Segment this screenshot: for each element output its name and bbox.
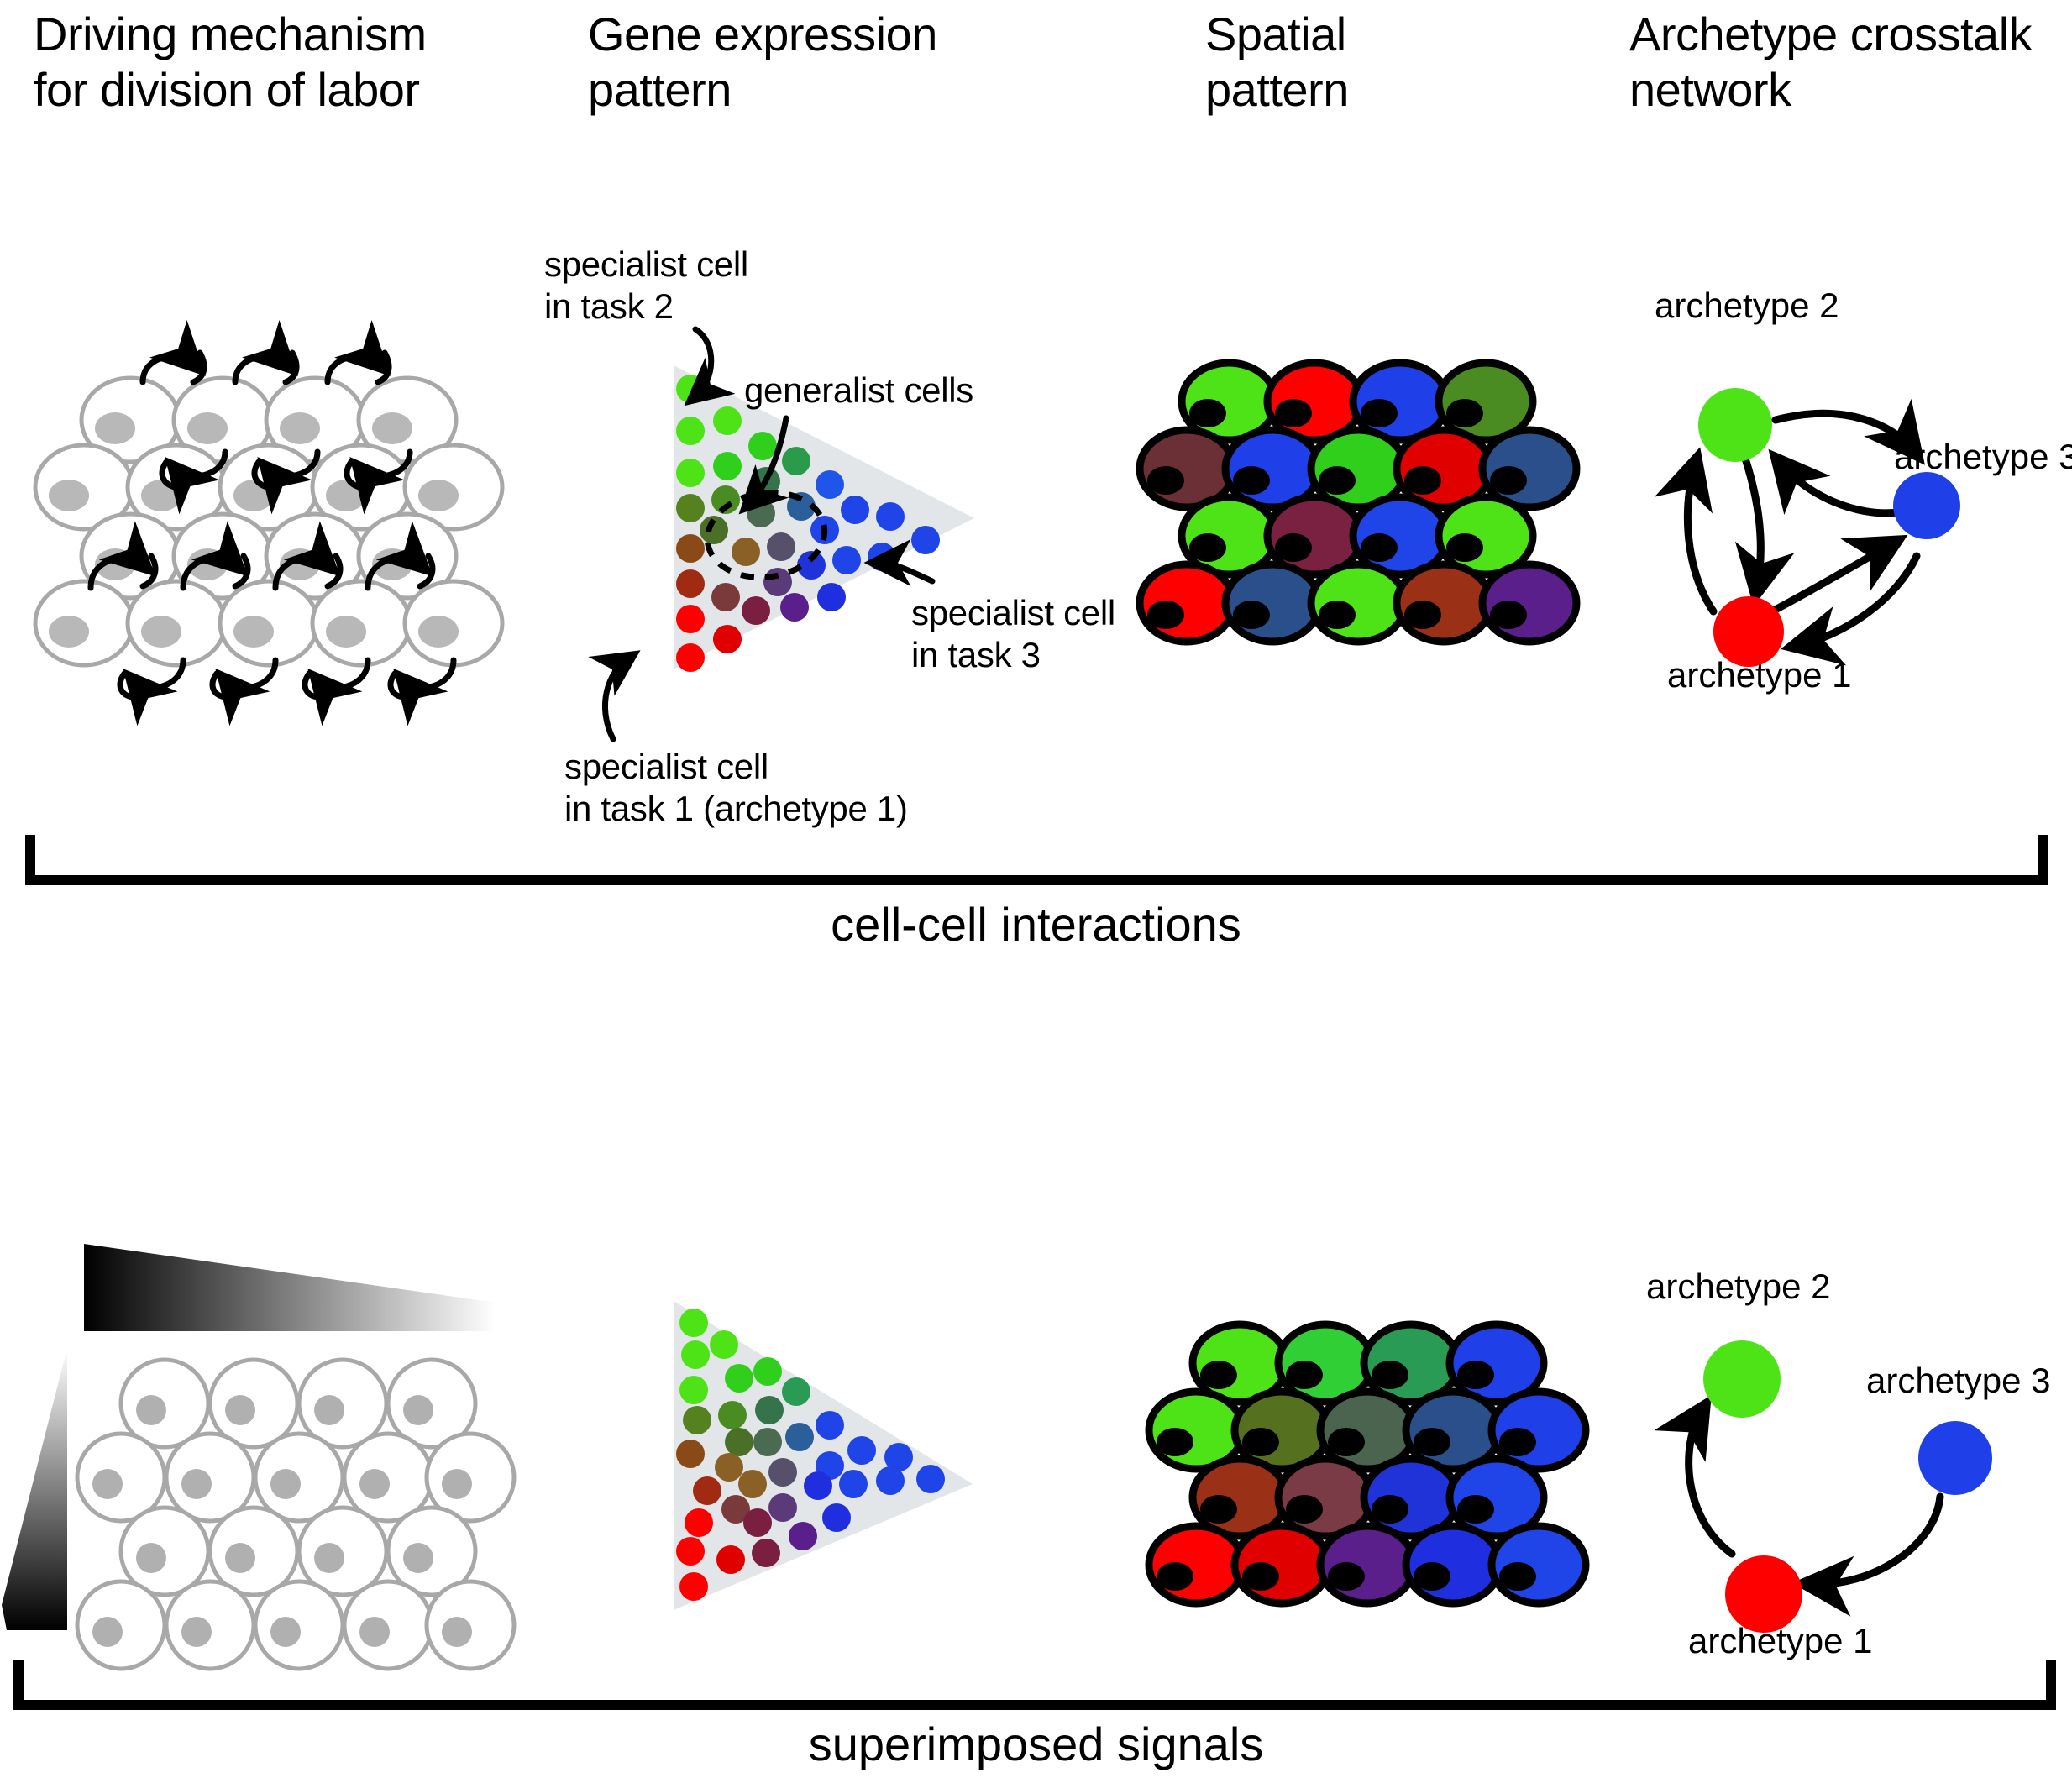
interaction-arrow bbox=[139, 320, 392, 385]
network-label-archetype-3: archetype 3 bbox=[1894, 437, 2072, 476]
column-title-gene-expression: Gene expression pattern bbox=[588, 8, 937, 117]
panel-archetype-network-superimposed bbox=[1621, 1293, 2058, 1633]
spatial-cell-row bbox=[1145, 1522, 1590, 1608]
bracket-superimposed bbox=[13, 1660, 2056, 1710]
column-title-spatial-pattern: Spatial pattern bbox=[1205, 8, 1349, 117]
panel-spatial-pattern-superimposed bbox=[1145, 1314, 1590, 1642]
column-title-archetype-network: Archetype crosstalk network bbox=[1629, 8, 2033, 117]
panel-spatial-pattern-cell-cell bbox=[1136, 353, 1581, 680]
node-archetype-3[interactable] bbox=[1893, 472, 1960, 539]
network-label-archetype-1: archetype 1 bbox=[1688, 1621, 1873, 1660]
gradient-wedge-horizontal bbox=[84, 1244, 496, 1331]
bracket-label-superimposed: superimposed signals bbox=[808, 1718, 1264, 1770]
node-archetype-3[interactable] bbox=[1918, 1421, 1992, 1495]
simplex-points bbox=[676, 1309, 945, 1601]
spatial-cell-row bbox=[1188, 1320, 1548, 1406]
panel-archetype-network-cell-cell bbox=[1621, 336, 2058, 689]
panel-gene-expression-superimposed bbox=[638, 1298, 991, 1634]
spatial-cell-row bbox=[1145, 1387, 1590, 1473]
panel-driving-mechanism-superimposed bbox=[0, 1214, 538, 1634]
column-title-driving-mechanism: Driving mechanism for division of labor bbox=[34, 8, 427, 117]
node-archetype-2[interactable] bbox=[1698, 388, 1772, 462]
annotation-specialist-task2: specialist cell in task 2 bbox=[544, 244, 748, 327]
spatial-cell-row bbox=[1136, 560, 1581, 646]
node-archetype-1[interactable] bbox=[1725, 1555, 1802, 1633]
cell-row bbox=[35, 581, 502, 665]
generalist-region-outline bbox=[704, 490, 828, 580]
network-label-archetype-2: archetype 2 bbox=[1646, 1267, 1831, 1306]
spatial-cell-row bbox=[1178, 359, 1537, 444]
network-label-archetype-2: archetype 2 bbox=[1655, 286, 1839, 325]
spatial-cell-row bbox=[1178, 493, 1537, 579]
annotation-generalist-cells: generalist cells bbox=[744, 370, 973, 410]
cell-row bbox=[77, 1434, 514, 1521]
interaction-arrow bbox=[159, 448, 413, 515]
node-archetype-2[interactable] bbox=[1703, 1340, 1781, 1418]
network-edges bbox=[1654, 1394, 1944, 1617]
panel-driving-mechanism-cell-cell bbox=[59, 320, 529, 726]
network-label-archetype-1: archetype 1 bbox=[1667, 655, 1852, 695]
interaction-arrow bbox=[117, 657, 457, 726]
annotation-specialist-task3: specialist cell in task 3 bbox=[911, 593, 1115, 675]
network-edges bbox=[1654, 398, 1925, 666]
annotation-specialist-task1: specialist cell in task 1 (archetype 1) bbox=[564, 747, 908, 829]
spatial-cell-row bbox=[1188, 1455, 1548, 1540]
node-archetype-1[interactable] bbox=[1713, 596, 1784, 667]
interaction-arrow bbox=[87, 521, 436, 591]
network-label-archetype-3: archetype 3 bbox=[1866, 1361, 2051, 1400]
bracket-label-cell-cell: cell-cell interactions bbox=[831, 898, 1241, 951]
spatial-cell-row bbox=[1136, 426, 1581, 511]
bracket-cell-cell bbox=[25, 835, 2048, 885]
gradient-wedge-vertical bbox=[2, 1348, 67, 1630]
